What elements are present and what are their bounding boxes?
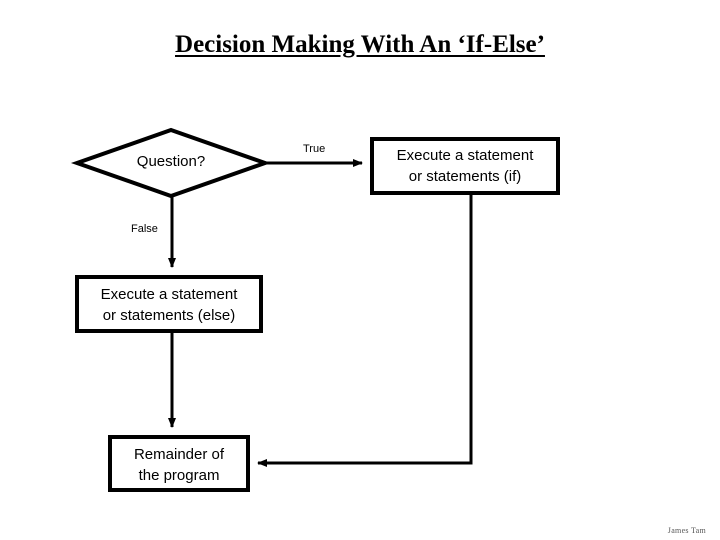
- page-title: Decision Making With An ‘If-Else’: [0, 30, 720, 60]
- footer-signature: James Tam: [667, 526, 706, 535]
- process-box-if-branch[interactable]: [370, 137, 560, 195]
- page-title-text: Decision Making With An ‘If-Else’: [175, 31, 545, 58]
- decision-diamond-question[interactable]: [70, 127, 272, 199]
- connector-if-to-remainder: [257, 193, 473, 467]
- process-box-remainder[interactable]: [108, 435, 250, 492]
- process-box-else-branch[interactable]: [75, 275, 263, 333]
